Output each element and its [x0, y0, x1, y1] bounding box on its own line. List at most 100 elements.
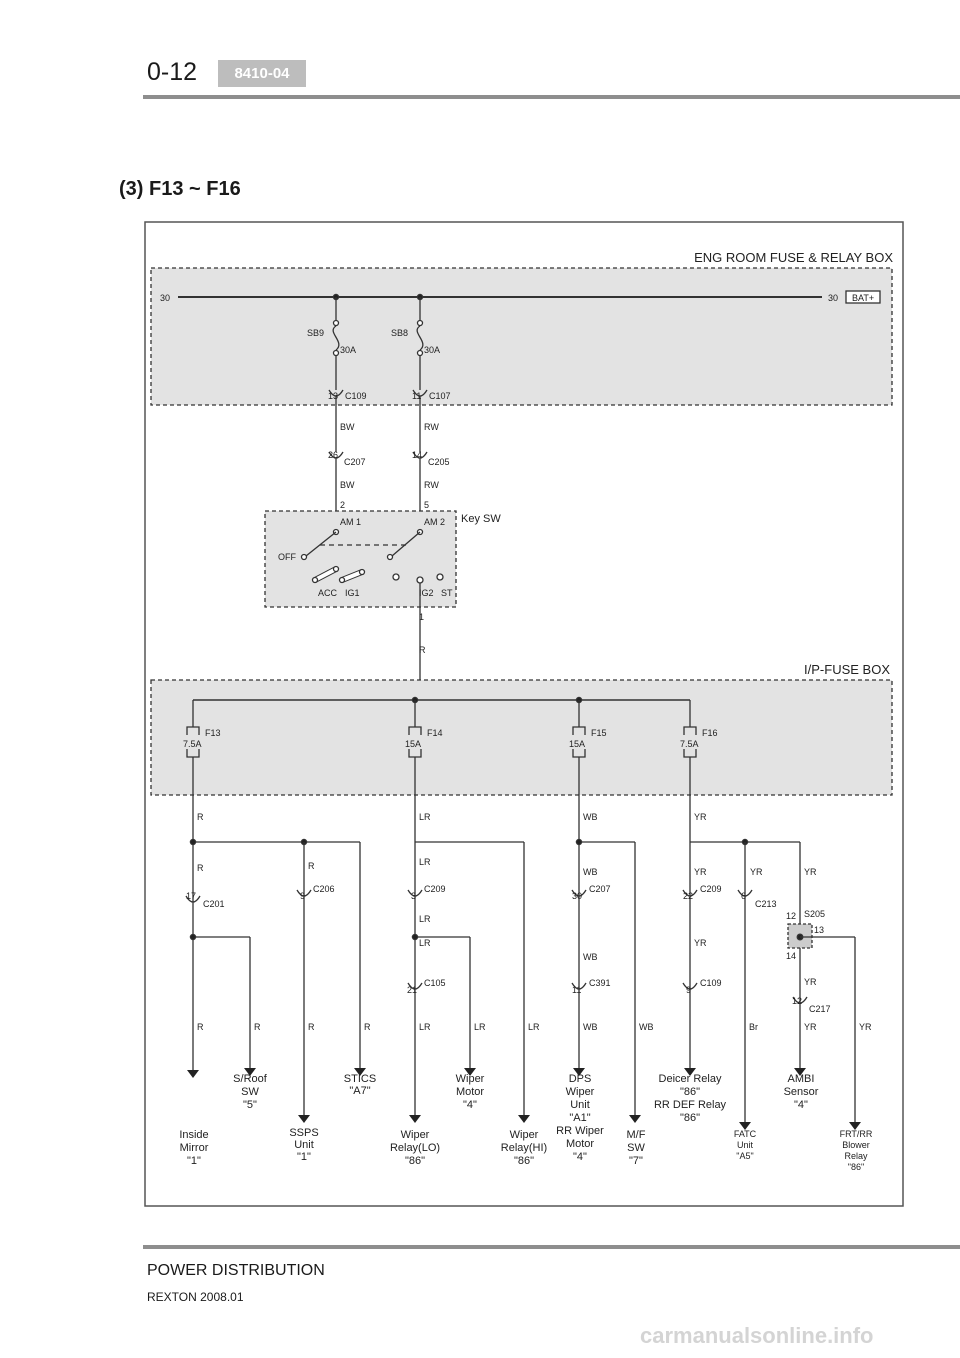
ip-fuse-box — [150, 679, 893, 796]
load-stics: STICS"A7" — [344, 1073, 376, 1097]
wire-color-label: WB — [583, 1022, 598, 1032]
fuse-terminal — [332, 319, 340, 327]
wire-color-label: R — [197, 863, 204, 873]
key-switch-label: Key SW — [461, 513, 501, 525]
connector-label: C205 — [428, 457, 450, 467]
wire-color-label: R — [197, 812, 204, 822]
wire-color-label: LR — [419, 857, 431, 867]
switch-position-label: ACC — [318, 588, 338, 598]
wire-color-label: R — [254, 1022, 261, 1032]
wire-color-label: R — [308, 1022, 315, 1032]
wire-color-label: LR — [419, 1022, 431, 1032]
connector-label: C391 — [589, 978, 611, 988]
fuse-name: F15 — [591, 728, 607, 738]
connector-pin-label: 9 — [686, 985, 691, 995]
connector-pin-label: 3 — [411, 891, 416, 901]
wire-color-label: R — [419, 645, 426, 655]
section-title: (3) F13 ~ F16 — [119, 178, 241, 200]
switch-position-label: ST — [441, 588, 453, 598]
switch-terminal — [386, 553, 394, 561]
wire-color-label: YR — [804, 867, 817, 877]
pin-label: 5 — [424, 500, 429, 510]
connector-pin-label: 6 — [741, 891, 746, 901]
connector-label: C206 — [313, 884, 335, 894]
connector-label: C201 — [203, 899, 225, 909]
connector-label: C109 — [700, 978, 722, 988]
footer-divider — [143, 1245, 960, 1249]
connector-label: C109 — [345, 391, 367, 401]
wire-color-label: YR — [804, 977, 817, 987]
connector-label: C207 — [344, 457, 366, 467]
switch-terminal-off — [300, 553, 308, 561]
splice-pin-label: 13 — [814, 925, 824, 935]
section-code-badge: 8410-04 — [218, 60, 306, 87]
connector-pin-label: 22 — [683, 891, 693, 901]
splice-pin-label: 14 — [786, 951, 796, 961]
switch-position-label: IG2 — [419, 588, 434, 598]
switch-blade-am1 — [305, 531, 337, 557]
connector-pin-label: 11 — [412, 391, 421, 401]
wire-color-label: RW — [424, 480, 439, 490]
switch-position-label: AM 2 — [424, 517, 445, 527]
wire-color-label: WB — [583, 952, 598, 962]
eng-room-box-label: ENG ROOM FUSE & RELAY BOX — [694, 250, 893, 265]
wire-color-label: BW — [340, 422, 355, 432]
footer-model: REXTON 2008.01 — [147, 1290, 244, 1304]
wire-color-label: YR — [694, 938, 707, 948]
fuse-link-name: SB8 — [391, 328, 408, 338]
wire-color-label: R — [197, 1022, 204, 1032]
fuse-link-rating: 30A — [340, 345, 356, 355]
fuse-rating: 7.5A — [183, 739, 202, 749]
switch-terminal — [416, 576, 424, 584]
wire-color-label: R — [308, 861, 315, 871]
fuse-f15 — [572, 700, 586, 1068]
connector-label: C207 — [589, 884, 611, 894]
switch-position-label: AM 1 — [340, 517, 361, 527]
wire-color-label: LR — [419, 938, 431, 948]
fuse-rating: 7.5A — [680, 739, 699, 749]
wire-color-label: R — [364, 1022, 371, 1032]
battery-label: BAT+ — [852, 293, 874, 303]
switch-position-label: IG1 — [345, 588, 360, 598]
fuse-name: F14 — [427, 728, 443, 738]
connector-label: C107 — [429, 391, 451, 401]
fuse-terminal — [416, 319, 424, 327]
switch-position-label: OFF — [278, 552, 296, 562]
wire-color-label: Br — [749, 1022, 758, 1032]
connector-label: C217 — [809, 1004, 831, 1014]
connector-label: C213 — [755, 899, 777, 909]
header-divider — [143, 95, 960, 99]
wire-color-label: YR — [804, 1022, 817, 1032]
connector-pin-label: 17 — [186, 891, 196, 901]
wire-color-label: WB — [583, 812, 598, 822]
ip-fuse-box-label: I/P-FUSE BOX — [804, 662, 890, 677]
fusible-link-sb8 — [416, 325, 424, 351]
bus-left-label: 30 — [160, 293, 170, 303]
wire-color-label: YR — [694, 812, 707, 822]
wire-color-label: WB — [639, 1022, 654, 1032]
connector-label: C209 — [700, 884, 722, 894]
splice-pin-label: 12 — [786, 911, 796, 921]
eng-room-box — [150, 267, 893, 406]
fuse-link-rating: 30A — [424, 345, 440, 355]
connector-pin-label: 26 — [328, 450, 338, 460]
wire-color-label: LR — [419, 914, 431, 924]
wire-color-label: LR — [419, 812, 431, 822]
pin-label: 1 — [419, 612, 424, 622]
wire-color-label: BW — [340, 480, 355, 490]
pin-label: 2 — [340, 500, 345, 510]
wire-color-label: YR — [859, 1022, 872, 1032]
fuse-f13 — [186, 700, 200, 1070]
